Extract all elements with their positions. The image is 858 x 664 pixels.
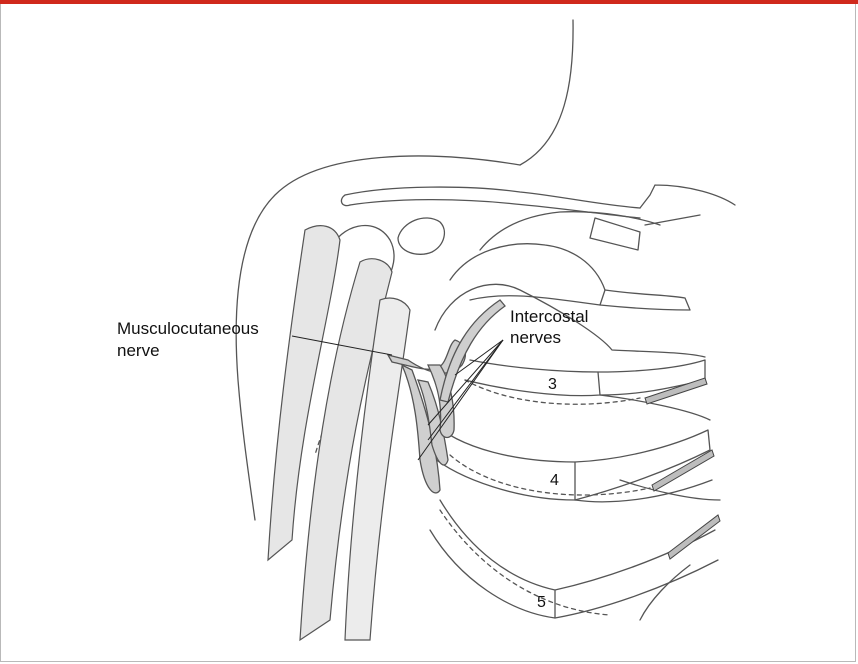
rib-1 bbox=[480, 212, 660, 250]
label-musculocutaneous-line1: Musculocutaneous bbox=[117, 318, 259, 339]
label-intercostal-line1: Intercostal bbox=[510, 306, 588, 327]
rib-2 bbox=[450, 244, 605, 305]
sternum bbox=[640, 185, 735, 208]
cartilage-4 bbox=[652, 450, 714, 491]
rib-number-4: 4 bbox=[550, 472, 559, 490]
label-musculocutaneous-line2: nerve bbox=[117, 340, 160, 361]
rib-number-3: 3 bbox=[548, 376, 557, 394]
neck-contour bbox=[520, 20, 573, 165]
clavicle bbox=[345, 187, 640, 208]
cartilage-5 bbox=[668, 515, 720, 559]
rib-number-5: 5 bbox=[537, 594, 546, 612]
coracoid bbox=[398, 218, 444, 254]
label-intercostal-line2: nerves bbox=[510, 327, 561, 348]
